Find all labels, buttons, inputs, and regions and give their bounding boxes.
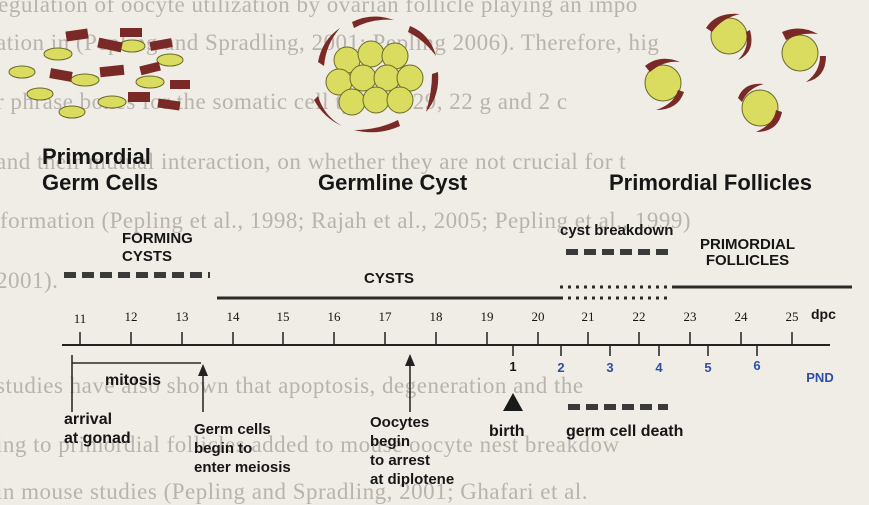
stage-title-primordial-germ-cells: Primordial Germ Cells [42,144,158,196]
stage-title-germline-cyst: Germline Cyst [318,170,467,196]
pnd-tick-label: 1 [501,359,525,374]
timeline-axis [62,332,830,356]
primordial-follicles-label: PRIMORDIAL FOLLICLES [700,237,795,269]
dpc-tick-label: 15 [268,309,298,325]
period-bars [64,252,852,407]
pnd-tick-label: 3 [598,360,622,375]
stage-title-primordial-follicles: Primordial Follicles [609,170,812,196]
pnd-tick-label: 5 [696,360,720,375]
dpc-tick-label: 21 [573,309,603,325]
pnd-unit-label: PND [800,370,840,385]
mitosis-label: mitosis [105,372,161,389]
dpc-tick-label: 20 [523,309,553,325]
pnd-tick-label: 4 [647,360,671,375]
dpc-tick-label: 19 [472,309,502,325]
pnd-tick-label: 2 [549,360,573,375]
birth-label: birth [489,423,525,440]
birth-triangle [503,393,523,411]
primordial-germ-cells-illustration [9,28,190,118]
germline-cyst-illustration [314,16,438,132]
oocytes-arrest-label: Oocytes begin to arrest at diplotene [370,413,454,489]
arrest-arrow-head [405,354,415,366]
dpc-tick-label: 18 [421,309,451,325]
dpc-tick-marks [80,332,792,345]
dpc-unit-label: dpc [811,306,836,323]
dpc-tick-label: 16 [319,309,349,325]
germ-cell-death-label: germ cell death [566,423,683,440]
dpc-tick-label: 23 [675,309,705,325]
dpc-tick-label: 14 [218,309,248,325]
meiosis-arrow-head [198,364,208,376]
germ-cells-meiosis-label: Germ cells begin to enter meiosis [194,420,291,477]
pnd-tick-marks [513,345,757,356]
dpc-tick-label: 13 [167,309,197,325]
dpc-tick-label: 22 [624,309,654,325]
dpc-tick-label: 17 [370,309,400,325]
dpc-tick-label: 12 [116,309,146,325]
dpc-tick-label: 24 [726,309,756,325]
arrival-at-gonad-label: arrival at gonad [64,410,131,448]
cyst-breakdown-label: cyst breakdown [560,222,673,239]
pnd-tick-label: 6 [745,358,769,373]
cysts-label: CYSTS [364,270,414,287]
dpc-tick-label: 25 [777,309,807,325]
forming-cysts-label: FORMING CYSTS [122,230,193,266]
dpc-tick-label: 11 [65,311,95,327]
primordial-follicles-illustration [645,14,826,132]
